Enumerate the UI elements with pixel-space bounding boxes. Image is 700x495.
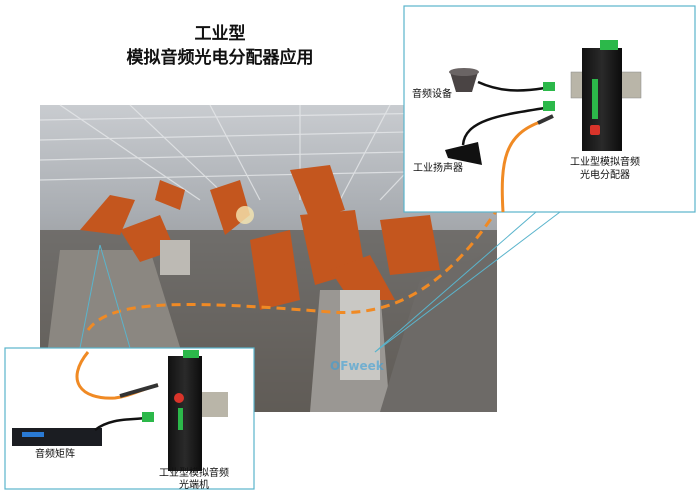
- bottom-left-panel: [4, 347, 255, 490]
- robot-arms: [80, 165, 440, 310]
- watermark: OFweek: [330, 359, 384, 373]
- distributor-device: [582, 48, 622, 151]
- distributor-label-line-2: 光电分配器: [580, 170, 630, 181]
- transceiver-label-line-2: 光端机: [179, 480, 209, 491]
- speaker-label: 工业扬声器: [413, 163, 463, 174]
- audio-device-label: 音频设备: [412, 89, 452, 100]
- audio-matrix-label: 音频矩阵: [35, 449, 75, 460]
- fiber-route-dashed: [86, 204, 502, 331]
- distributor-label-line-1: 工业型模拟音频: [570, 157, 640, 168]
- speaker-icon: [445, 142, 482, 165]
- transceiver-device: [168, 356, 202, 471]
- title-line-2: 模拟音频光电分配器应用: [126, 48, 314, 68]
- transceiver-label-line-1: 工业型模拟音频: [159, 468, 229, 479]
- top-right-panel: [403, 5, 696, 213]
- title-line-1: 工业型: [194, 24, 246, 44]
- audio-device-icon: [450, 72, 478, 92]
